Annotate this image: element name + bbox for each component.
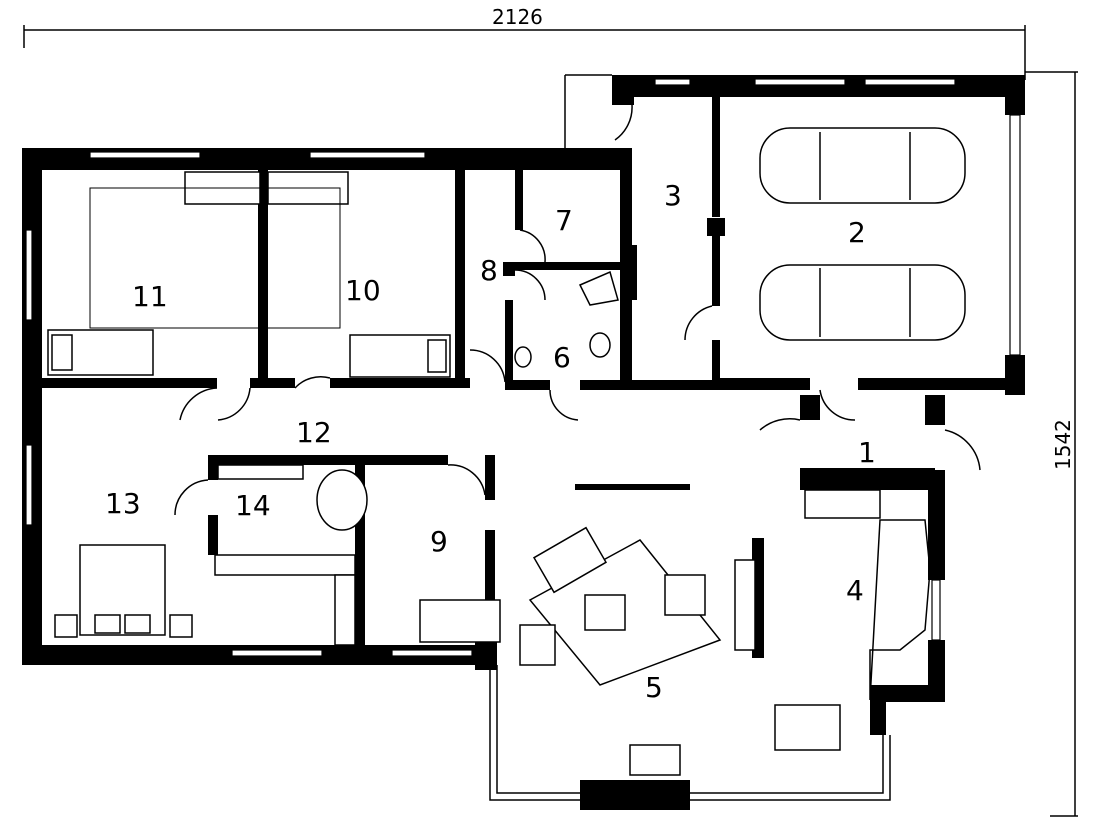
room-label-14: 14 bbox=[235, 489, 271, 522]
room-label-1: 1 bbox=[858, 436, 876, 469]
room-labels: 1 2 3 4 5 6 7 8 9 10 11 12 13 14 bbox=[105, 179, 876, 704]
room-label-13: 13 bbox=[105, 487, 141, 520]
doors bbox=[174, 104, 981, 516]
room-label-9: 9 bbox=[430, 525, 448, 558]
room-label-5: 5 bbox=[645, 671, 663, 704]
room-label-4: 4 bbox=[846, 574, 864, 607]
room-label-6: 6 bbox=[553, 341, 571, 374]
height-dimension: 1542 bbox=[1025, 71, 1078, 817]
room-label-12: 12 bbox=[296, 416, 332, 449]
bed-13 bbox=[79, 544, 166, 636]
width-dimension-label: 2126 bbox=[492, 5, 543, 29]
windows bbox=[25, 74, 1021, 801]
car-top bbox=[759, 127, 966, 204]
height-dimension-label: 1542 bbox=[1051, 419, 1075, 470]
room-label-3: 3 bbox=[664, 179, 682, 212]
room-label-7: 7 bbox=[555, 204, 573, 237]
dining-table bbox=[774, 704, 841, 751]
room-label-8: 8 bbox=[480, 254, 498, 287]
walls bbox=[22, 75, 1025, 810]
furniture bbox=[47, 127, 966, 776]
fireplace bbox=[629, 744, 681, 776]
car-bottom bbox=[759, 264, 966, 341]
room-label-10: 10 bbox=[345, 274, 381, 307]
room-label-2: 2 bbox=[848, 216, 866, 249]
room-label-11: 11 bbox=[132, 280, 168, 313]
width-dimension: 2126 bbox=[23, 5, 1026, 80]
